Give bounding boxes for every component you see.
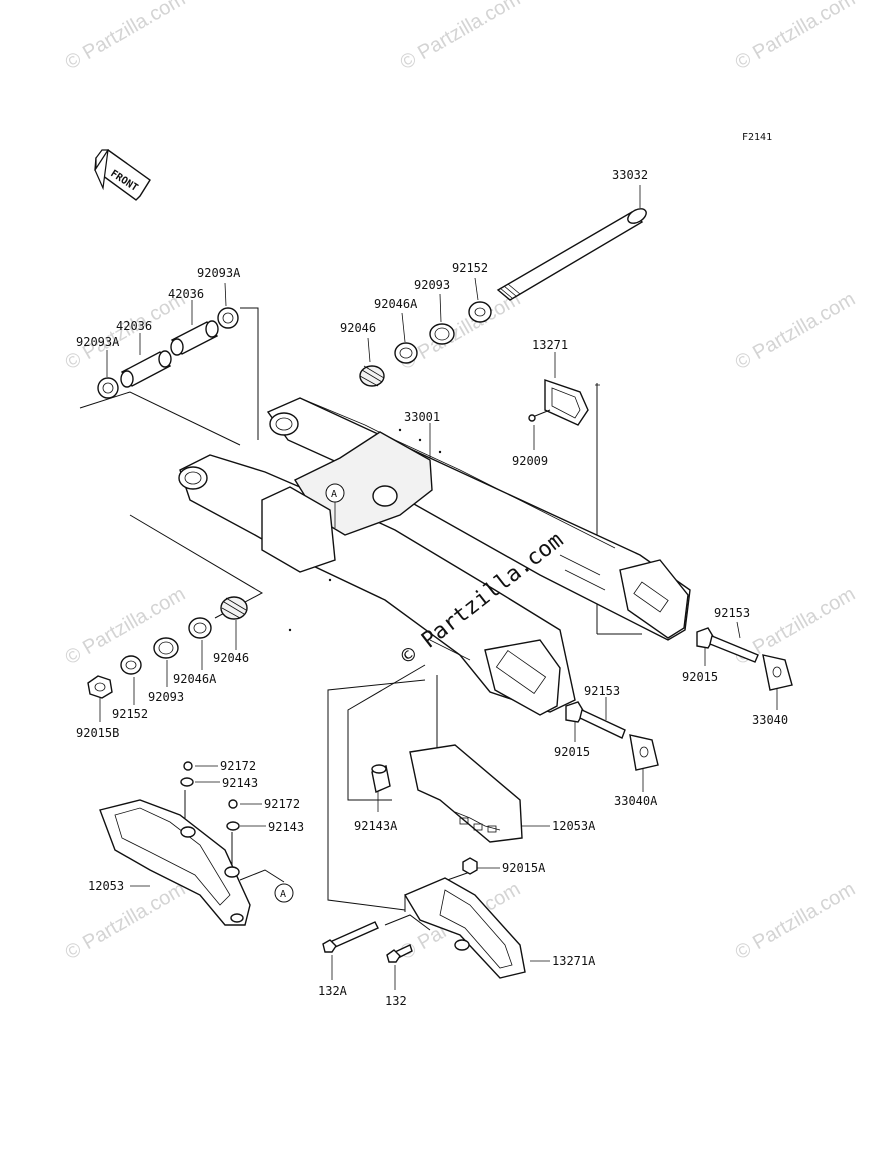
bearing-92046-bottom[interactable] [220,596,248,620]
bolt-92153-right[interactable] [709,635,759,663]
part-label-13271[interactable]: 13271 [532,338,568,352]
part-label-132A[interactable]: 132A [318,984,348,998]
part-labels: 33032 92152 92093 92046A 92046 92093A 42… [76,168,788,1008]
swingarm-33001[interactable] [178,397,691,716]
part-label-92143[interactable]: 92143 [268,820,304,834]
chain-guide-13271A[interactable] [403,877,526,979]
collar-42036-a[interactable] [170,320,219,356]
callout-a-swingarm: A [325,483,345,528]
part-label-92153[interactable]: 92153 [584,684,620,698]
seal-92093-bottom[interactable] [153,637,179,659]
part-label-92093[interactable]: 92093 [148,690,184,704]
part-label-92172[interactable]: 92172 [220,759,256,773]
part-label-92143A[interactable]: 92143A [354,819,398,833]
part-label-92046A[interactable]: 92046A [173,672,217,686]
seal-92093-top[interactable] [429,323,455,345]
part-label-92143[interactable]: 92143 [222,776,258,790]
part-label-92015B[interactable]: 92015B [76,726,119,740]
bearing-92046-top[interactable] [359,365,385,387]
front-arrow-icon: FRONT [94,149,151,201]
chain-guide-12053A[interactable] [409,744,523,843]
part-label-92153[interactable]: 92153 [714,606,750,620]
watermark: © Partzilla.com [732,288,860,374]
part-label-42036[interactable]: 42036 [116,319,152,333]
part-label-92093[interactable]: 92093 [414,278,450,292]
part-label-92152[interactable]: 92152 [112,707,148,721]
bearing-92046A-bottom[interactable] [188,617,212,639]
chain-slider-12053[interactable] [99,799,251,926]
part-label-92093A[interactable]: 92093A [197,266,241,280]
callout-a-slider: A [274,883,294,903]
washer-92143-a[interactable] [180,777,194,787]
bolt-132A[interactable] [322,921,379,953]
axle-33032[interactable] [496,206,649,301]
svg-text:A: A [331,489,337,500]
part-label-33032[interactable]: 33032 [612,168,648,182]
block-33040A[interactable] [629,734,659,771]
screw-92172-a[interactable] [183,761,193,771]
nut-92015A[interactable] [462,857,478,875]
washer-92152-top[interactable] [468,301,492,323]
part-label-33040A[interactable]: 33040A [614,794,658,808]
screw-92009[interactable] [528,409,551,422]
watermark: © Partzilla.com [732,878,860,964]
part-label-132[interactable]: 132 [385,994,407,1008]
svg-text:A: A [280,889,286,900]
part-label-92015[interactable]: 92015 [682,670,718,684]
collar-92143A[interactable] [371,764,391,793]
part-label-12053[interactable]: 12053 [88,879,124,893]
watermark: © Partzilla.com [397,0,525,74]
bearing-92046A-top[interactable] [394,342,418,364]
washer-92152-bottom[interactable] [120,655,142,675]
screw-92172-b[interactable] [228,799,238,809]
watermark: © Partzilla.com [62,0,190,74]
part-label-33001[interactable]: 33001 [404,410,440,424]
part-label-92046[interactable]: 92046 [340,321,376,335]
seal-92093A-top[interactable] [217,307,239,329]
part-label-92046A[interactable]: 92046A [374,297,418,311]
part-label-42036[interactable]: 42036 [168,287,204,301]
part-label-92172[interactable]: 92172 [264,797,300,811]
guard-13271[interactable] [544,379,589,426]
washer-92143-b[interactable] [226,821,240,831]
part-label-92009[interactable]: 92009 [512,454,548,468]
part-label-12053A[interactable]: 12053A [552,819,596,833]
bolt-92153-middle[interactable] [579,709,626,739]
part-label-33040[interactable]: 33040 [752,713,788,727]
part-label-92093A[interactable]: 92093A [76,335,120,349]
collar-42036-b[interactable] [120,350,172,388]
watermark: © Partzilla.com [62,878,190,964]
diagram-code: F2141 [742,132,772,143]
part-label-92015[interactable]: 92015 [554,745,590,759]
bolt-132[interactable] [386,944,413,963]
watermark: © Partzilla.com [732,0,860,74]
seal-92093A-left[interactable] [97,377,119,399]
nut-92015B[interactable] [87,675,113,699]
block-33040[interactable] [762,654,793,691]
part-label-92152[interactable]: 92152 [452,261,488,275]
part-label-92015A[interactable]: 92015A [502,861,546,875]
part-label-13271A[interactable]: 13271A [552,954,596,968]
part-label-92046[interactable]: 92046 [213,651,249,665]
